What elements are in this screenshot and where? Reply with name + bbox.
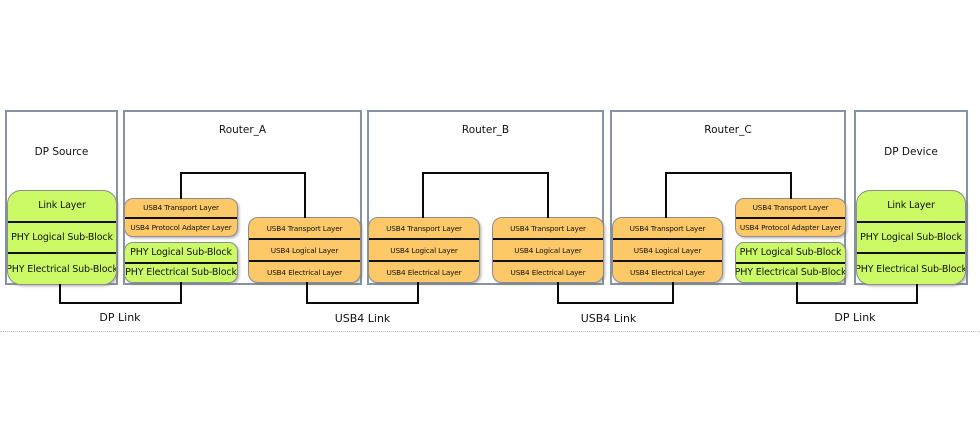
usb4-link-ab-wire-v1 <box>306 282 308 304</box>
dp-link-right-wire-h <box>796 302 918 304</box>
block-link-layer: Link Layer <box>38 200 86 212</box>
dp-link-left-wire-v1 <box>59 284 61 304</box>
router-a-adapter-stack: USB4 Transport Layer USB4 Protocol Adapt… <box>124 198 238 237</box>
usb4-link-bc-wire-v1 <box>557 282 559 304</box>
router-b-title: Router_B <box>461 124 510 136</box>
block-usb4-electrical: USB4 Electrical Layer <box>249 260 360 282</box>
block-usb4-transport: USB4 Transport Layer <box>266 223 343 233</box>
block-phy-logical: PHY Logical Sub-Block <box>130 246 232 258</box>
router-c-title: Router_C <box>704 124 752 136</box>
dp-link-left-wire-h <box>59 302 182 304</box>
router-c-phy-stack: PHY Logical Sub-Block PHY Electrical Sub… <box>735 242 846 283</box>
dp-link-right-wire-v1 <box>796 282 798 304</box>
router-a-phy-stack: PHY Logical Sub-Block PHY Electrical Sub… <box>124 242 238 283</box>
block-usb4-electrical: USB4 Electrical Layer <box>493 260 603 282</box>
router-c-internal-wire-left <box>665 172 667 218</box>
router-b-usb4-stack-left: USB4 Transport Layer USB4 Logical Layer … <box>368 217 480 283</box>
block-usb4-protocol-adapter: USB4 Protocol Adapter Layer <box>736 216 845 237</box>
block-usb4-logical: USB4 Logical Layer <box>249 238 360 260</box>
usb4-link-bc-wire-h <box>557 302 674 304</box>
block-phy-logical: PHY Logical Sub-Block <box>739 246 842 258</box>
router-c-internal-wire-h <box>665 172 792 174</box>
router-c-adapter-stack: USB4 Transport Layer USB4 Protocol Adapt… <box>735 198 846 237</box>
block-phy-electrical: PHY Electrical Sub-Block <box>125 261 237 283</box>
block-phy-logical: PHY Logical Sub-Block <box>857 220 965 253</box>
router-a-internal-wire-left <box>180 172 182 199</box>
block-phy-electrical: PHY Electrical Sub-Block <box>857 252 965 284</box>
block-usb4-transport: USB4 Transport Layer <box>386 223 462 233</box>
router-a-usb4-stack: USB4 Transport Layer USB4 Logical Layer … <box>248 217 361 283</box>
block-usb4-electrical: USB4 Electrical Layer <box>369 260 479 282</box>
router-c-usb4-stack: USB4 Transport Layer USB4 Logical Layer … <box>612 217 723 283</box>
dp-device-layer-stack: Link Layer PHY Logical Sub-Block PHY Ele… <box>856 190 966 285</box>
dp-link-right-label: DP Link <box>834 311 876 324</box>
router-a-title: Router_A <box>218 124 267 136</box>
block-usb4-logical: USB4 Logical Layer <box>613 238 722 260</box>
dp-link-right-wire-v2 <box>916 284 918 304</box>
block-usb4-transport: USB4 Transport Layer <box>752 203 829 213</box>
router-b-usb4-stack-right: USB4 Transport Layer USB4 Logical Layer … <box>492 217 604 283</box>
usb4-link-ab-wire-h <box>306 302 419 304</box>
block-usb4-logical: USB4 Logical Layer <box>493 238 603 260</box>
usb4-link-bc-label: USB4 Link <box>580 312 637 325</box>
block-link-layer: Link Layer <box>887 200 935 212</box>
router-a-internal-wire-h <box>180 172 306 174</box>
router-b-internal-wire-right <box>547 172 549 218</box>
dp-link-left-wire-v2 <box>180 282 182 304</box>
dp-source-layer-stack: Link Layer PHY Logical Sub-Block PHY Ele… <box>7 190 117 285</box>
dp-device-title: DP Device <box>884 146 938 158</box>
usb4-link-ab-wire-v2 <box>417 282 419 304</box>
usb4-link-ab-label: USB4 Link <box>334 312 391 325</box>
block-phy-electrical: PHY Electrical Sub-Block <box>8 252 116 284</box>
block-phy-logical: PHY Logical Sub-Block <box>8 220 116 253</box>
block-usb4-protocol-adapter: USB4 Protocol Adapter Layer <box>125 216 237 237</box>
router-b-internal-wire-left <box>422 172 424 218</box>
router-a-internal-wire-right <box>304 172 306 218</box>
dp-source-title: DP Source <box>34 146 89 158</box>
block-usb4-logical: USB4 Logical Layer <box>369 238 479 260</box>
usb4-link-bc-wire-v2 <box>672 282 674 304</box>
block-usb4-transport: USB4 Transport Layer <box>143 203 219 213</box>
block-usb4-transport: USB4 Transport Layer <box>510 223 586 233</box>
block-usb4-transport: USB4 Transport Layer <box>629 223 706 233</box>
dotted-separator-line <box>0 331 980 332</box>
router-c-internal-wire-right <box>790 172 792 199</box>
block-usb4-electrical: USB4 Electrical Layer <box>613 260 722 282</box>
block-phy-electrical: PHY Electrical Sub-Block <box>736 261 845 283</box>
dp-link-left-label: DP Link <box>99 311 141 324</box>
router-b-internal-wire-h <box>422 172 549 174</box>
